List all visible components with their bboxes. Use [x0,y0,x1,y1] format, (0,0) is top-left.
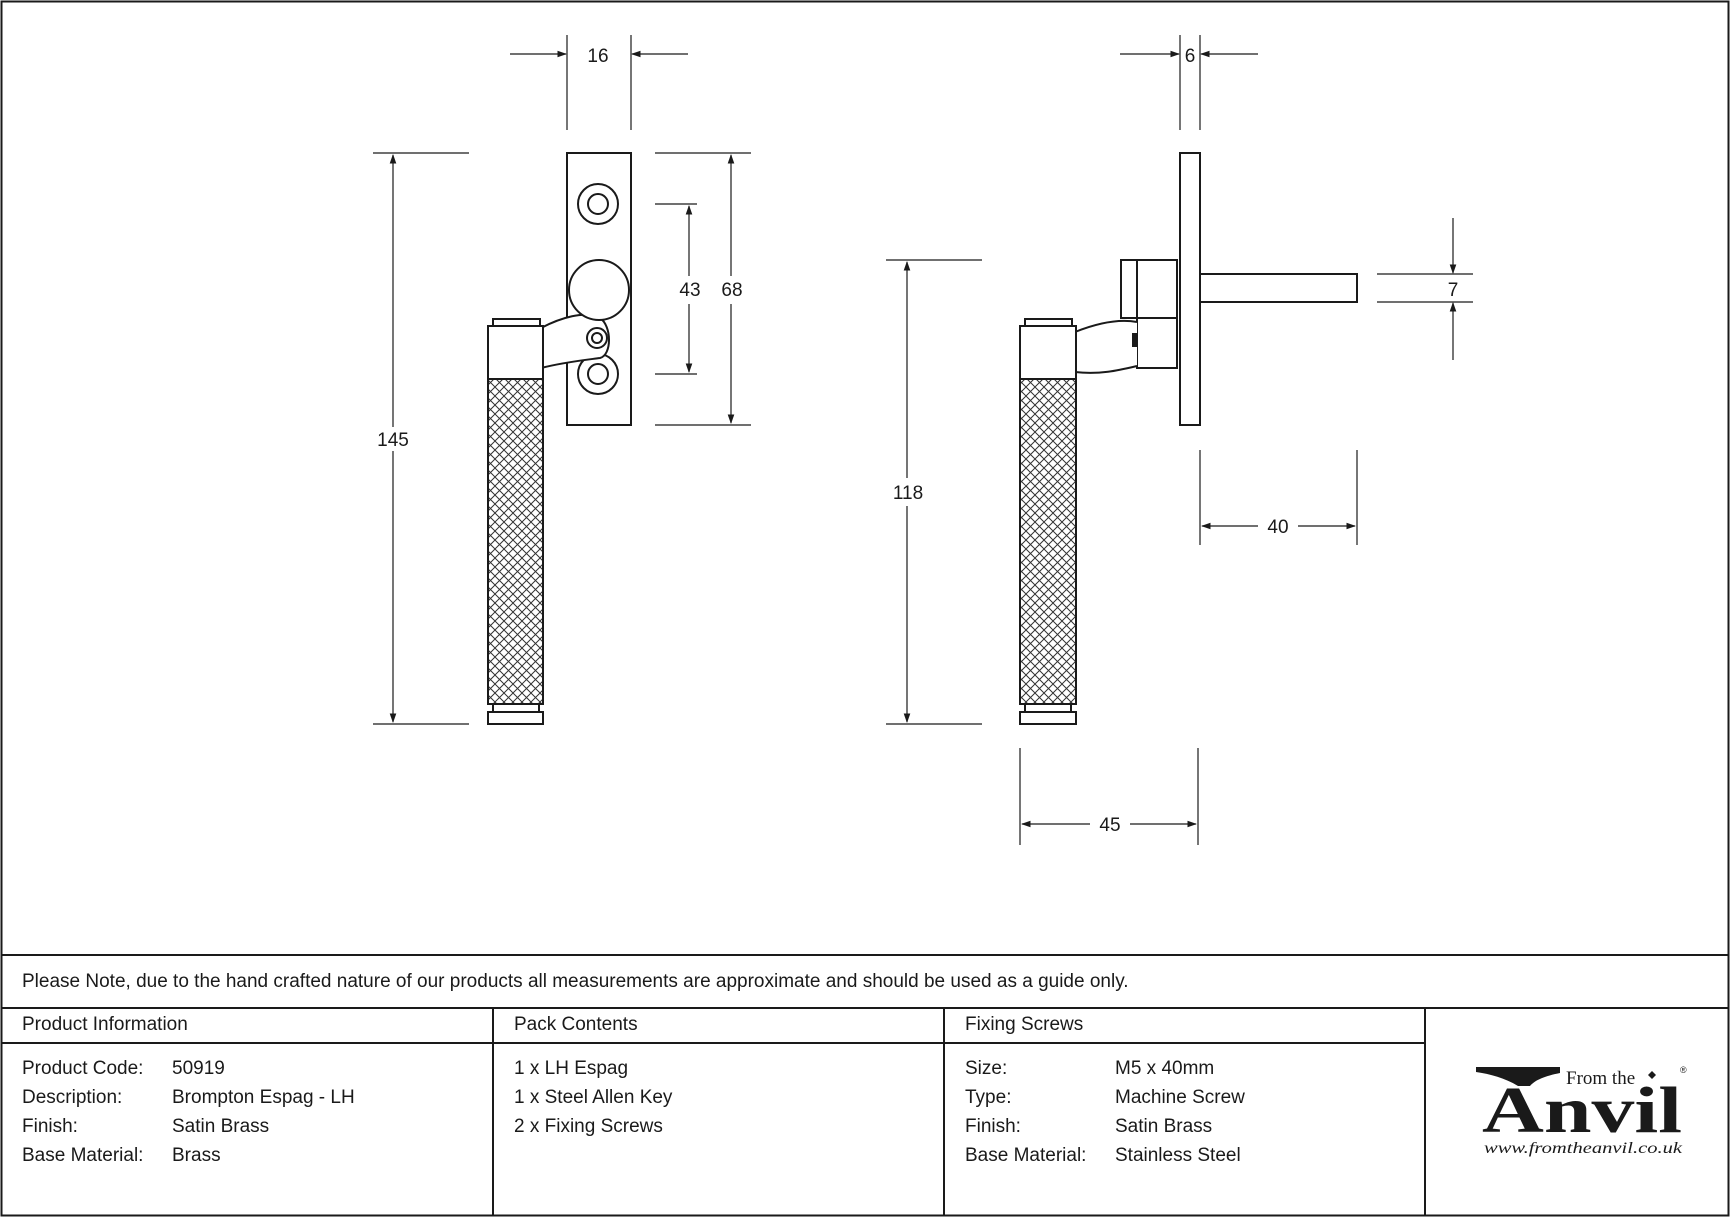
boss-cap [1120,259,1138,319]
info-table-grid [1,954,1729,1216]
fixing-screws-heading: Fixing Screws [965,1014,1084,1035]
logo-registered: ® [1680,1065,1687,1075]
description-label: Description: [22,1087,123,1108]
screw-material-value: Stainless Steel [1115,1145,1241,1166]
screw-finish-value: Satin Brass [1115,1116,1213,1137]
lever-arm [540,313,610,369]
description-value: Brompton Espag - LH [172,1087,355,1108]
measurement-note: Please Note, due to the hand crafted nat… [22,971,1129,992]
boss-body [1136,259,1178,369]
lever-collar-side [1019,325,1077,380]
front-view [487,152,632,725]
screw-hole-top [577,183,619,225]
dim-width-front: 16 [587,46,608,67]
dimension-labels: 16 145 43 68 6 7 118 40 45 [377,46,1458,836]
spindle [1199,273,1358,303]
backplate-front [566,152,632,426]
side-view [1019,152,1358,725]
anvil-logo: From the ® Anvil www.fromtheanvil.co.uk [1476,1065,1687,1157]
screw-finish-label: Finish: [965,1116,1021,1137]
dim-backplate-height: 68 [721,280,742,301]
spindle-boss [568,259,630,321]
lever-arm-side [1065,319,1138,374]
logo-anvil-word: Anvil [1482,1074,1682,1147]
logo-from-the: From the [1566,1068,1635,1089]
dimension-lines [373,35,1473,845]
dim-lever-height: 118 [893,483,923,504]
dim-height-front: 145 [377,430,409,451]
product-code-label: Product Code: [22,1058,144,1079]
screw-type-label: Type: [965,1087,1012,1108]
anvil-icon [1476,1067,1560,1086]
dim-spindle-length: 40 [1267,517,1288,538]
dim-screw-spacing: 43 [679,280,700,301]
logo-url: www.fromtheanvil.co.uk [1484,1140,1683,1157]
lever-end-cap-side [1019,711,1077,725]
screw-type-value: Machine Screw [1115,1087,1245,1108]
base-material-label: Base Material: [22,1145,144,1166]
product-info-heading: Product Information [22,1014,188,1035]
list-item: 1 x LH Espag [514,1058,629,1079]
knurled-grip-front [487,378,544,705]
screw-material-label: Base Material: [965,1145,1087,1166]
list-item: 2 x Fixing Screws [514,1116,663,1137]
knurled-grip-side [1019,378,1077,705]
dim-projection: 45 [1099,815,1120,836]
finish-value: Satin Brass [172,1116,270,1137]
finish-label: Finish: [22,1116,78,1137]
lever-end-cap [487,711,544,725]
dim-depth: 6 [1185,46,1196,67]
pack-contents-heading: Pack Contents [514,1014,638,1035]
backplate-side [1179,152,1201,426]
product-code-value: 50919 [172,1058,225,1079]
screw-size-label: Size: [965,1058,1008,1079]
lever-collar [487,325,544,380]
grub-screw [586,327,608,349]
base-material-value: Brass [172,1145,221,1166]
list-item: 1 x Steel Allen Key [514,1087,673,1108]
dim-spindle: 7 [1448,280,1459,301]
screw-size-value: M5 x 40mm [1115,1058,1215,1079]
